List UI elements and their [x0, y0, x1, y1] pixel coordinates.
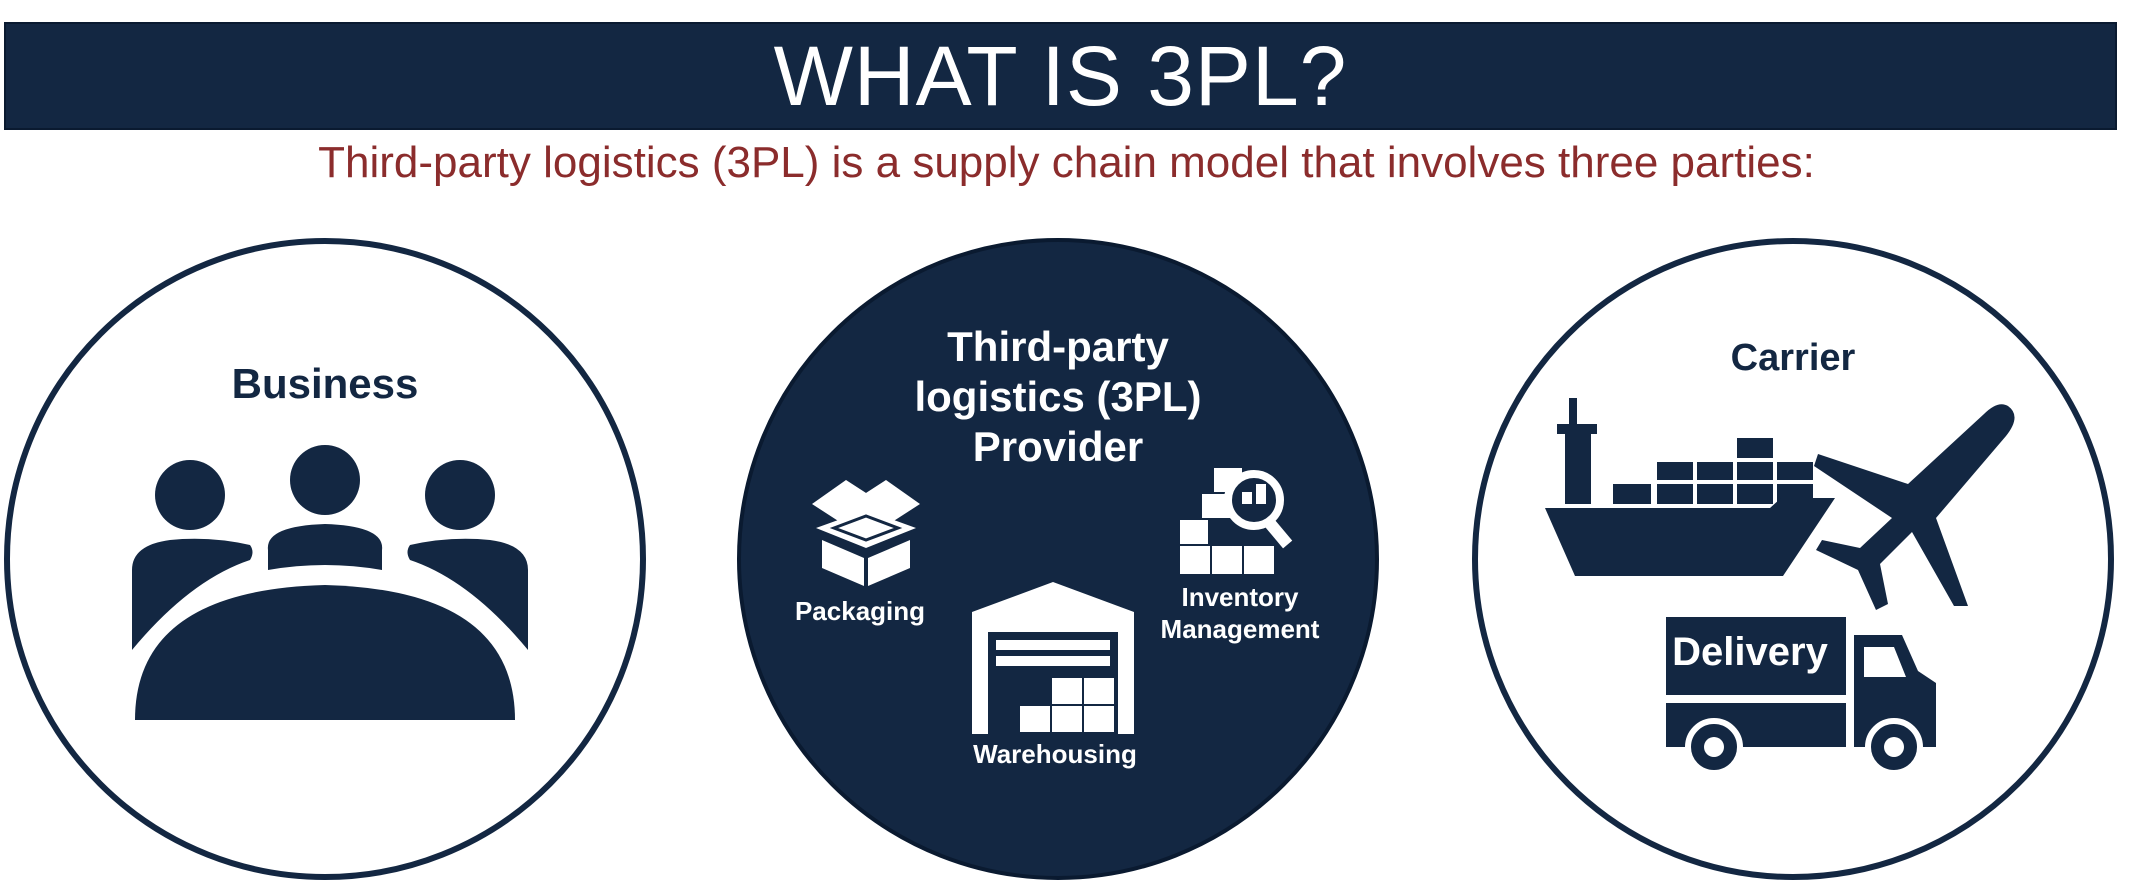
business-label: Business [231, 360, 419, 407]
title-banner: WHAT IS 3PL? [4, 22, 2117, 130]
page-title: WHAT IS 3PL? [773, 28, 1348, 123]
packaging-label: Packaging [794, 596, 926, 626]
airplane-icon [1814, 404, 2015, 610]
box-icon [812, 480, 920, 586]
carrier-label: Carrier [1730, 337, 1856, 379]
inventory-label: Inventory Management [1160, 582, 1320, 644]
provider-label: Third-party logistics (3PL) Provider [914, 323, 1202, 470]
inventory-search-icon [1180, 468, 1293, 574]
delivery-truck-icon [1666, 617, 1936, 776]
delivery-label: Delivery [1672, 630, 1828, 674]
subtitle: Third-party logistics (3PL) is a supply … [318, 138, 1815, 187]
warehouse-icon [972, 582, 1134, 734]
meeting-people-icon [132, 445, 528, 720]
warehousing-label: Warehousing [973, 739, 1137, 769]
cargo-ship-icon [1545, 398, 1835, 576]
